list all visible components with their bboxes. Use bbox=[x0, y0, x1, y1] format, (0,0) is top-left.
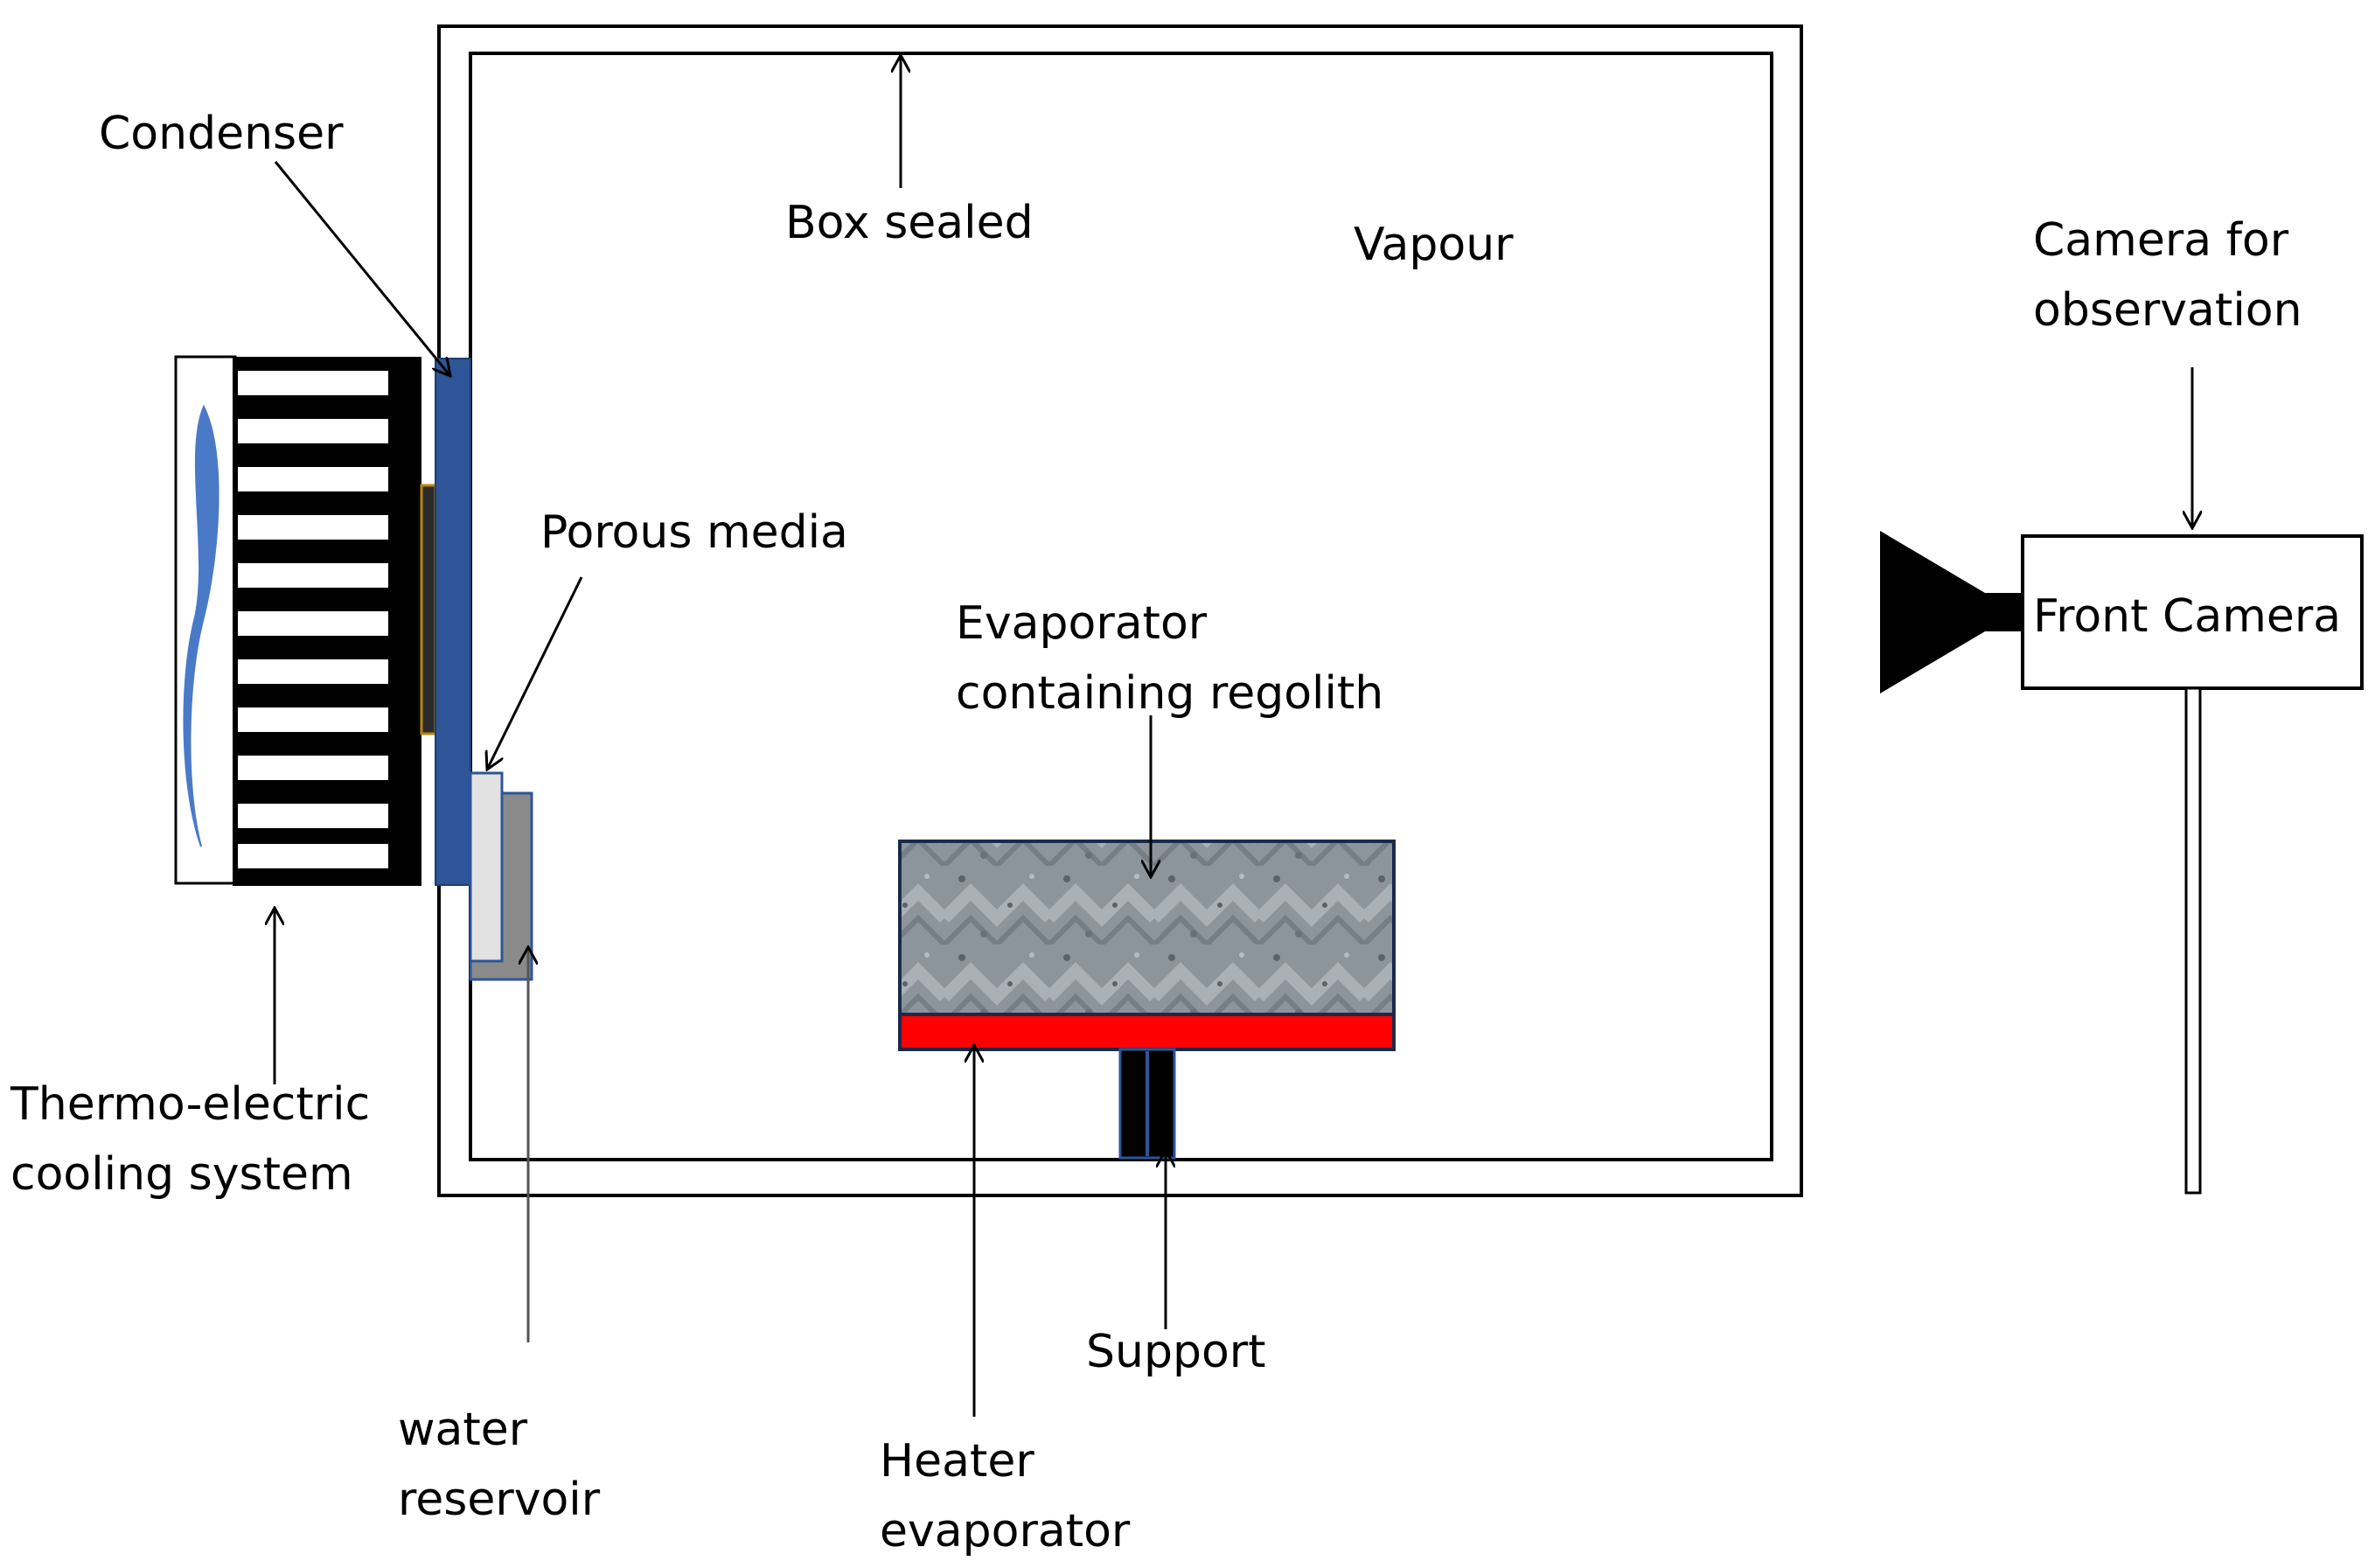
vapour-label: Vapour bbox=[1354, 219, 1514, 271]
water-label: water bbox=[398, 1404, 528, 1456]
front-camera-label: Front Camera bbox=[2033, 590, 2341, 643]
porous-media-arrow bbox=[487, 576, 583, 770]
thermo-electric-label: Thermo-electric bbox=[10, 1078, 370, 1131]
camera-stand bbox=[2184, 686, 2202, 1195]
camera-lens-icon bbox=[1880, 531, 2024, 693]
condenser-arrow bbox=[274, 161, 450, 376]
heat-sink-fins bbox=[238, 371, 388, 868]
arrows bbox=[275, 55, 2192, 1417]
thermo-electric-cooling-system bbox=[174, 355, 437, 886]
containing-regolith-label: containing regolith bbox=[956, 667, 1383, 720]
condenser-plate bbox=[435, 358, 471, 886]
porous-media bbox=[469, 771, 504, 963]
cooling-system-label: cooling system bbox=[10, 1148, 353, 1201]
box-sealed-label: Box sealed bbox=[785, 197, 1034, 249]
condenser-label: Condenser bbox=[99, 108, 344, 160]
evaporator-heater-label: evaporator bbox=[880, 1505, 1131, 1558]
regolith-sample bbox=[898, 840, 1396, 1016]
camera-for-label: Camera for bbox=[2033, 214, 2289, 267]
heater-plate bbox=[898, 1013, 1396, 1051]
fan-blade-icon bbox=[183, 404, 219, 847]
observation-label: observation bbox=[2033, 284, 2302, 337]
evaporator bbox=[898, 840, 1396, 1160]
evaporator-label: Evaporator bbox=[956, 597, 1208, 650]
reservoir-label: reservoir bbox=[398, 1474, 601, 1526]
support-label: Support bbox=[1086, 1326, 1266, 1378]
front-camera bbox=[1880, 531, 2364, 1195]
heater-label: Heater bbox=[880, 1435, 1034, 1488]
porous-media-label: Porous media bbox=[540, 506, 848, 559]
peltier-element bbox=[420, 484, 437, 735]
